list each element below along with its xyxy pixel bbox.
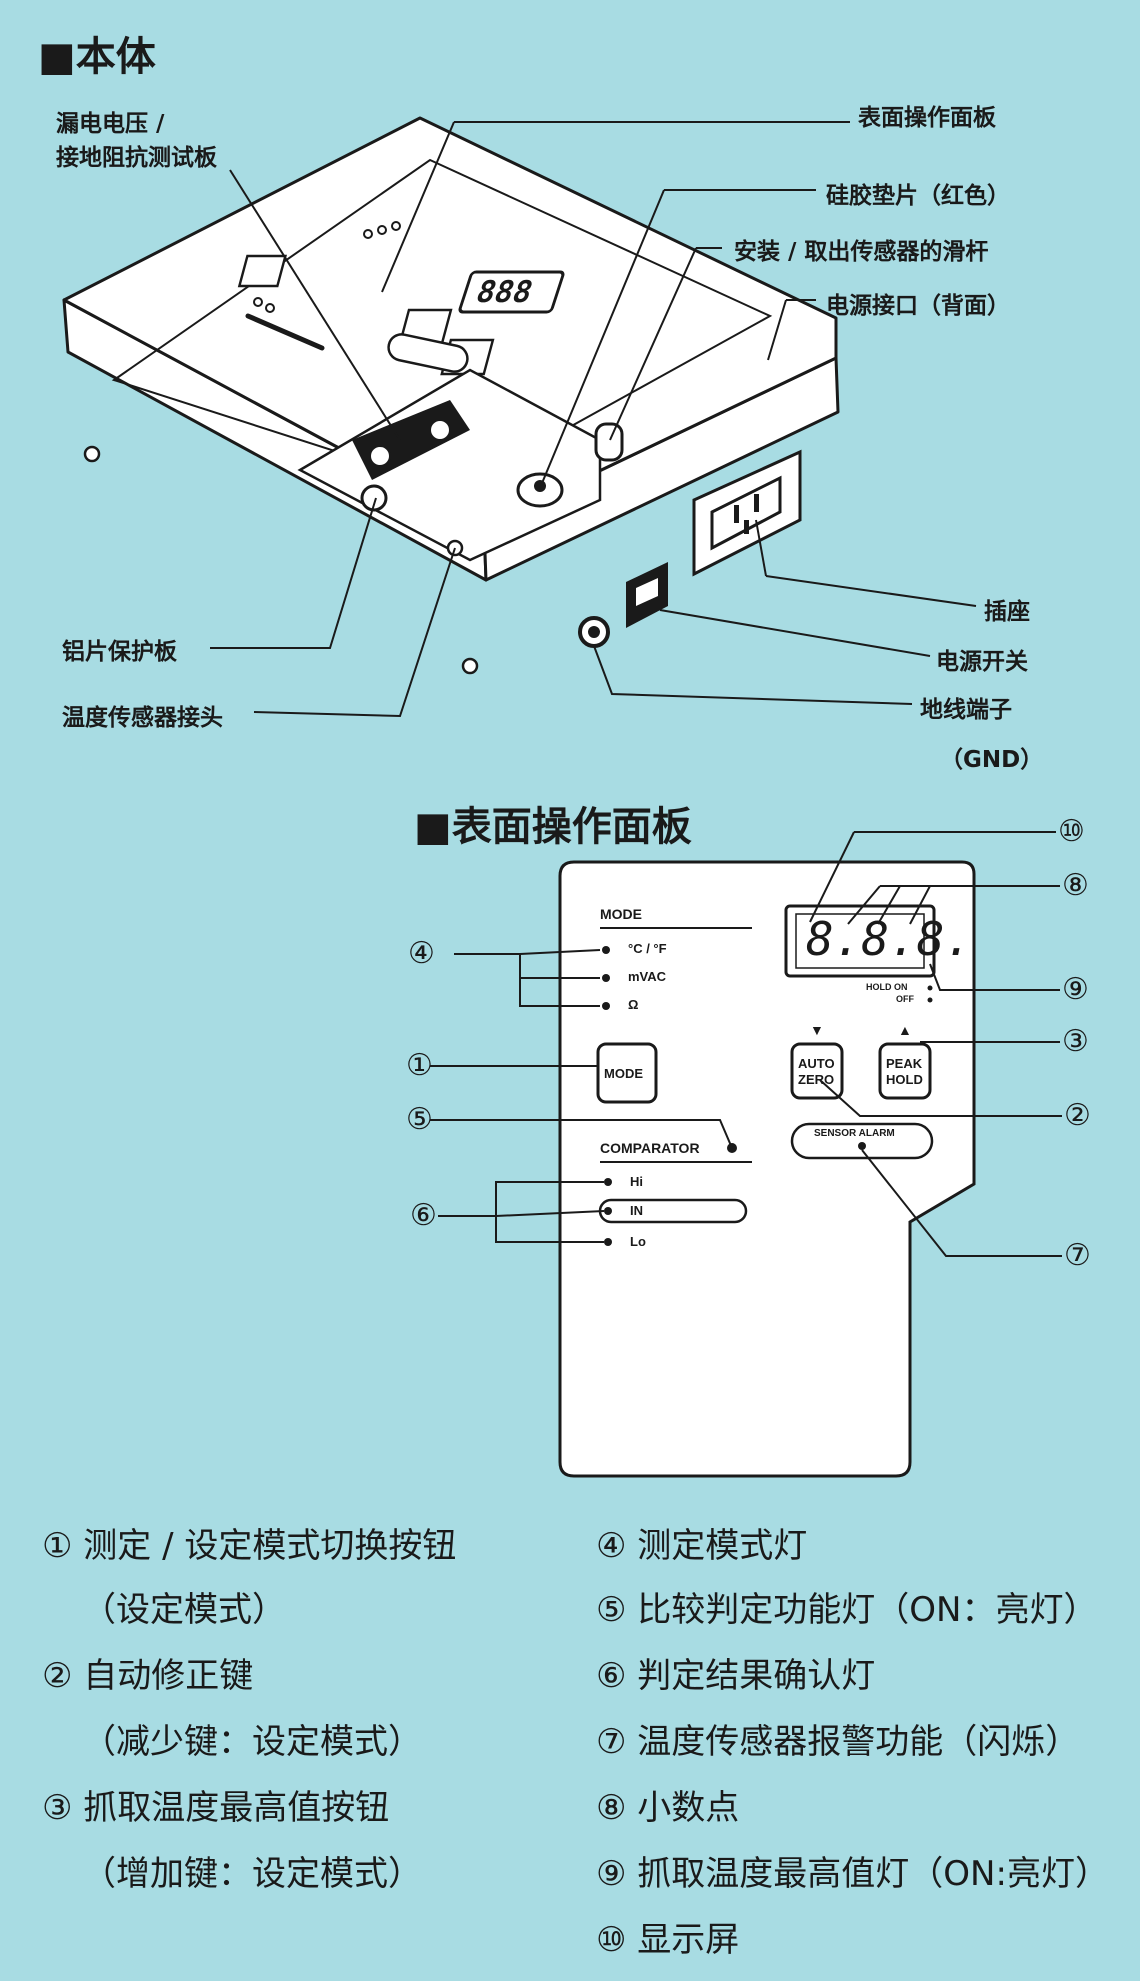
callout-6: ⑥ (410, 1198, 437, 1233)
callout-5: ⑤ (406, 1102, 433, 1137)
comparator-item-hi: Hi (630, 1174, 643, 1189)
label-temp-connector: 温度传感器接头 (62, 705, 223, 731)
mode-item-temp: °C / °F (628, 941, 667, 956)
callout-3: ③ (1062, 1024, 1089, 1059)
auto-zero-label-2[interactable]: ZERO (798, 1072, 835, 1087)
legend-item-7: ⑦ 温度传感器报警功能（闪烁） (596, 1722, 1080, 1762)
mode-button-shape (596, 1042, 658, 1104)
body-section-title: ■本体 (38, 34, 156, 80)
label-silicone-pad: 硅胶垫片（红色） (826, 183, 1010, 209)
svg-text:888: 888 (472, 275, 538, 310)
label-aluminum-plate: 铝片保护板 (62, 639, 177, 665)
peak-hold-label-2[interactable]: HOLD (886, 1072, 923, 1087)
label-socket: 插座 (984, 599, 1030, 625)
hold-off-label: OFF (896, 994, 914, 1004)
sensor-alarm-shape (790, 1122, 934, 1160)
legend-item-4: ④ 测定模式灯 (596, 1526, 808, 1566)
label-power-port: 电源接口（背面） (826, 293, 1010, 319)
panel-display-digits: 8.8.8. (806, 912, 973, 966)
label-leak-test-2: 接地阻抗测试板 (56, 145, 217, 171)
callout-8: ⑧ (1062, 868, 1089, 903)
auto-zero-button-shape (790, 1042, 844, 1100)
slider-knob-shape (594, 422, 624, 462)
label-ground-terminal: 地线端子 (920, 697, 1012, 723)
comparator-item-in: IN (630, 1203, 643, 1218)
socket-shape (692, 449, 802, 577)
legend-item-2: ② 自动修正键 (42, 1656, 254, 1696)
callout-1: ① (406, 1048, 433, 1083)
hold-on-label: HOLD ON (866, 982, 908, 992)
legend-item-1: ① 测定 / 设定模式切换按钮 (42, 1526, 457, 1566)
legend-item-9: ⑨ 抓取温度最高值灯（ON:亮灯） (596, 1854, 1109, 1894)
legend-item-5: ⑤ 比较判定功能灯（ON：亮灯） (596, 1590, 1098, 1630)
legend-item-3: ③ 抓取温度最高值按钮 (42, 1788, 390, 1828)
sensor-alarm-label: SENSOR ALARM (814, 1128, 895, 1139)
label-leak-test-1: 漏电电压 / (56, 111, 165, 137)
legend-item-3-note: （增加键：设定模式） (82, 1854, 422, 1894)
callout-2: ② (1064, 1098, 1091, 1133)
callout-9: ⑨ (1062, 972, 1089, 1007)
label-ground-gnd: （GND） (940, 747, 1044, 773)
power-switch-shape (626, 562, 668, 628)
device-mode-button (237, 254, 287, 288)
comparator-item-lo: Lo (630, 1234, 646, 1249)
label-power-switch: 电源开关 (936, 649, 1028, 675)
legend-item-8: ⑧ 小数点 (596, 1788, 740, 1828)
panel-plate (558, 860, 976, 1478)
callout-4: ④ (408, 936, 435, 971)
auto-zero-label-1[interactable]: AUTO (798, 1056, 835, 1071)
label-slider: 安装 / 取出传感器的滑杆 (734, 239, 989, 265)
aluminum-plate-shape (297, 368, 602, 562)
comparator-header: COMPARATOR (600, 1140, 700, 1156)
callout-10: ⑩ (1058, 814, 1085, 849)
label-panel: 表面操作面板 (858, 105, 996, 131)
peak-hold-label-1[interactable]: PEAK (886, 1056, 923, 1071)
legend-item-6: ⑥ 判定结果确认灯 (596, 1656, 876, 1696)
legend-item-1-note: （设定模式） (82, 1590, 286, 1630)
mode-item-ohm: Ω (628, 997, 639, 1012)
legend-item-10: ⑩ 显示屏 (596, 1920, 740, 1960)
peak-hold-button-shape (878, 1042, 932, 1100)
callout-7: ⑦ (1064, 1238, 1091, 1273)
mode-item-mvac: mVAC (628, 969, 667, 984)
panel-section-title: ■表面操作面板 (414, 804, 692, 850)
down-arrow-icon: ▼ (810, 1022, 824, 1038)
mode-button-label[interactable]: MODE (604, 1066, 643, 1081)
up-arrow-icon: ▲ (898, 1022, 912, 1038)
legend-item-2-note: （减少键：设定模式） (82, 1722, 422, 1762)
mode-header: MODE (600, 906, 642, 922)
device-display: 888 (458, 270, 565, 314)
